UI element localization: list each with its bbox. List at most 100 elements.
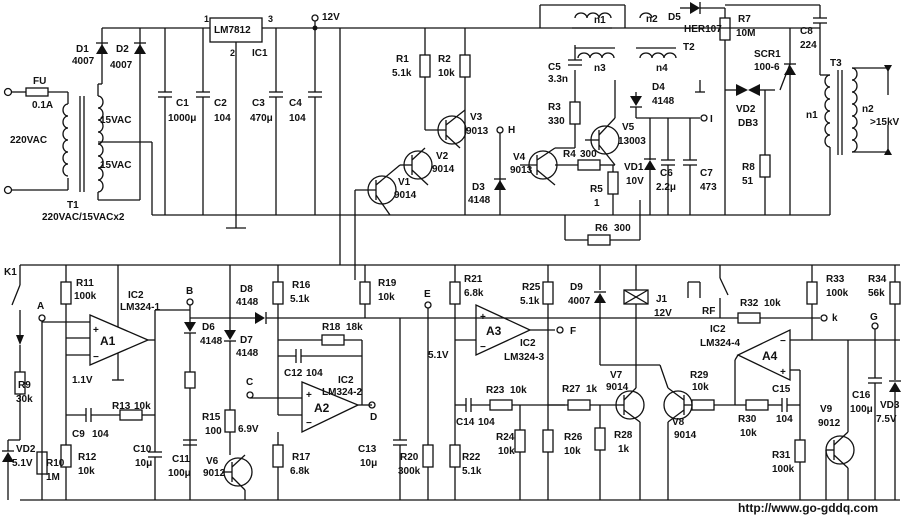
r30-value: 10k: [740, 428, 757, 439]
r6: [587, 234, 611, 246]
r18-value: 18k: [346, 322, 363, 333]
c11-value: 100μ: [168, 468, 191, 479]
d8-diode: [255, 312, 265, 324]
v2-label: V2: [436, 151, 449, 162]
r11-label: R11: [76, 278, 94, 289]
vd3-value: 7.5V: [876, 414, 897, 425]
v8-value: 9014: [674, 430, 697, 441]
v9-label: V9: [820, 404, 833, 415]
op-amp-a1: [89, 314, 150, 366]
c10-value: 10μ: [135, 458, 152, 469]
r17-value: 6.8k: [290, 466, 310, 477]
pin3: 3: [268, 14, 273, 24]
c14-value: 104: [478, 417, 495, 428]
r22-label: R22: [462, 452, 481, 463]
regulator: LM7812 IC1 1 2 3 12V: [152, 12, 830, 229]
v51-label: 5.1V: [428, 350, 449, 361]
t2-n3: [577, 52, 615, 59]
r17: [272, 444, 284, 468]
r34-label: R34: [868, 274, 887, 285]
v5-value: 13003: [618, 136, 646, 147]
v11-label: 1.1V: [72, 375, 93, 386]
ic2-1-label: IC2: [128, 290, 144, 301]
fuse: [25, 87, 49, 97]
r34-value: 56k: [868, 288, 885, 299]
d6-value: 4148: [200, 336, 223, 347]
v69-label: 6.9V: [238, 424, 259, 435]
r21-label: R21: [464, 274, 483, 285]
a1-label: A1: [100, 334, 116, 348]
t1-secondary-1: [97, 95, 104, 145]
r32: [737, 312, 761, 324]
r21: [449, 281, 461, 305]
j1-value: 12V: [654, 308, 672, 319]
r3: [569, 101, 581, 125]
v9-value: 9012: [818, 418, 841, 429]
r25-label: R25: [522, 282, 541, 293]
c9-value: 104: [92, 429, 109, 440]
r30-label: R30: [738, 414, 757, 425]
v3-value: 9013: [466, 126, 489, 137]
r6-label: R6: [595, 223, 608, 234]
d8-value: 4148: [236, 297, 259, 308]
r22: [449, 444, 461, 468]
c8-value: 224: [800, 40, 817, 51]
r22-value: 5.1k: [462, 466, 482, 477]
r33: [806, 281, 818, 305]
c13-value: 10μ: [360, 458, 377, 469]
v7-transistor: [615, 390, 645, 420]
r25: [542, 281, 554, 305]
svg-text:+: +: [780, 367, 786, 378]
t3-label: T3: [830, 58, 842, 69]
r8: [759, 154, 771, 178]
c6-value: 2.2μ: [656, 182, 676, 193]
rf-label: RF: [702, 306, 715, 317]
e-label: E: [424, 289, 431, 300]
d7-diode: [224, 330, 236, 340]
t1-spec: 220VAC/15VACx2: [42, 212, 125, 223]
filter-caps: C1 1000μ C2 104 C3 470μ C4 104: [158, 28, 322, 215]
c2-value: 104: [214, 113, 231, 124]
op-amp-a4: [736, 328, 791, 382]
d7-label: D7: [240, 335, 253, 346]
d9-diode: [594, 293, 606, 303]
v2-value: 9014: [432, 164, 455, 175]
r26-label: R26: [564, 432, 583, 443]
ic2-2-label: IC2: [338, 375, 354, 386]
v1-label: V1: [398, 177, 411, 188]
vd2c-value: 5.1V: [12, 458, 33, 469]
r19: [359, 281, 371, 305]
r12-label: R12: [78, 452, 97, 463]
d9-value: 4007: [568, 296, 591, 307]
r9-label: R9: [18, 380, 31, 391]
r19-label: R19: [378, 278, 397, 289]
c6-label: C6: [660, 168, 673, 179]
c10-label: C10: [133, 444, 152, 455]
r13-label: R13: [112, 401, 131, 412]
r23-value: 10k: [510, 385, 527, 396]
a4-label: A4: [762, 349, 778, 363]
v4-label: V4: [513, 152, 526, 163]
vd1-label: VD1: [624, 162, 644, 173]
r16-label: R16: [292, 280, 311, 291]
c5-value: 3.3n: [548, 74, 568, 85]
d6-diode: [184, 322, 196, 332]
r7-value: 10M: [736, 28, 755, 39]
k1-switch: [11, 284, 21, 306]
r5-value: 1: [594, 198, 600, 209]
c14-label: C14: [456, 417, 475, 428]
v3-label: V3: [470, 112, 483, 123]
r11-value: 100k: [74, 291, 97, 302]
c1-value: 1000μ: [168, 113, 196, 124]
t2-label: T2: [683, 42, 695, 53]
d2-diode: [134, 44, 146, 54]
t2-n1: [574, 12, 612, 19]
r29-value: 10k: [692, 382, 709, 393]
b-label: B: [186, 286, 193, 297]
r2-value: 10k: [438, 68, 455, 79]
r4-value: 300: [580, 149, 597, 160]
r3-value: 330: [548, 116, 565, 127]
d1-diode: [96, 44, 108, 54]
c3-value: 470μ: [250, 113, 273, 124]
r26-value: 10k: [564, 446, 581, 457]
